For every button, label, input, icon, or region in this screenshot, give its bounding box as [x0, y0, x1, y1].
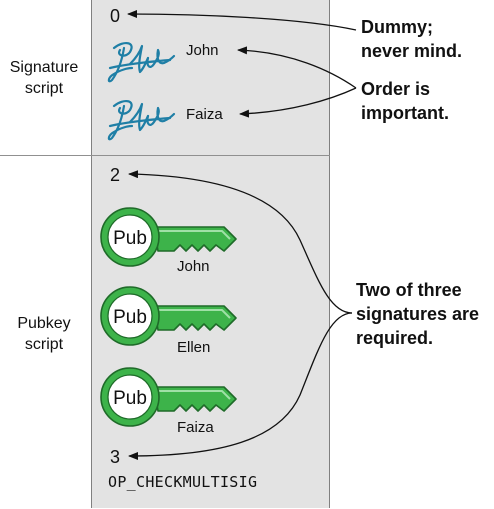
- arrow-to-faiza-signature: [239, 87, 357, 118]
- section-divider: [0, 155, 330, 156]
- signature-script-label: Signature script: [0, 57, 88, 99]
- arrow-to-required-count: [128, 170, 353, 314]
- arrow-to-dummy: [127, 10, 357, 31]
- pubkey-script-label: Pubkey script: [0, 313, 88, 355]
- opcode-checkmultisig: OP_CHECKMULTISIG: [108, 473, 258, 491]
- total-keys-count: 3: [110, 447, 121, 467]
- pubkey-faiza-badge: Pub: [113, 388, 147, 409]
- dummy-annotation-line2: never mind.: [361, 41, 463, 61]
- pubkey-label-line1: Pubkey: [17, 315, 71, 332]
- signature-john-name: John: [186, 42, 219, 59]
- threshold-annotation-line3: required.: [356, 328, 434, 348]
- signature-label-line1: Signature: [9, 59, 79, 76]
- pubkey-faiza-icon: Pub: [100, 367, 237, 427]
- pubkey-label-line2: script: [24, 336, 64, 353]
- signature-label-line2: script: [24, 80, 64, 97]
- dummy-annotation-line1: Dummy;: [361, 17, 434, 37]
- threshold-annotation-line2: signatures are: [356, 304, 480, 324]
- order-annotation-line2: important.: [361, 103, 449, 123]
- pubkey-ellen-icon: Pub: [100, 286, 237, 346]
- required-count: 2: [110, 165, 121, 185]
- threshold-annotation: Two of three signatures are required.: [356, 278, 479, 350]
- signature-faiza-icon: [107, 100, 176, 141]
- pubkey-john-icon: Pub: [100, 207, 237, 267]
- arrow-to-john-signature: [237, 46, 357, 89]
- pubkey-john-badge: Pub: [113, 228, 147, 249]
- order-annotation: Order is important.: [361, 77, 449, 125]
- signature-john-icon: [107, 42, 176, 83]
- arrow-to-total-count: [128, 312, 353, 460]
- pubkey-ellen-badge: Pub: [113, 307, 147, 328]
- pubkey-ellen-name: Ellen: [177, 339, 211, 356]
- dummy-annotation: Dummy; never mind.: [361, 15, 462, 63]
- pubkey-faiza-name: Faiza: [177, 419, 214, 436]
- dummy-zero: 0: [110, 6, 121, 26]
- threshold-annotation-line1: Two of three: [356, 280, 462, 300]
- order-annotation-line1: Order is: [361, 79, 431, 99]
- pubkey-john-name: John: [177, 258, 210, 275]
- signature-faiza-name: Faiza: [186, 106, 223, 123]
